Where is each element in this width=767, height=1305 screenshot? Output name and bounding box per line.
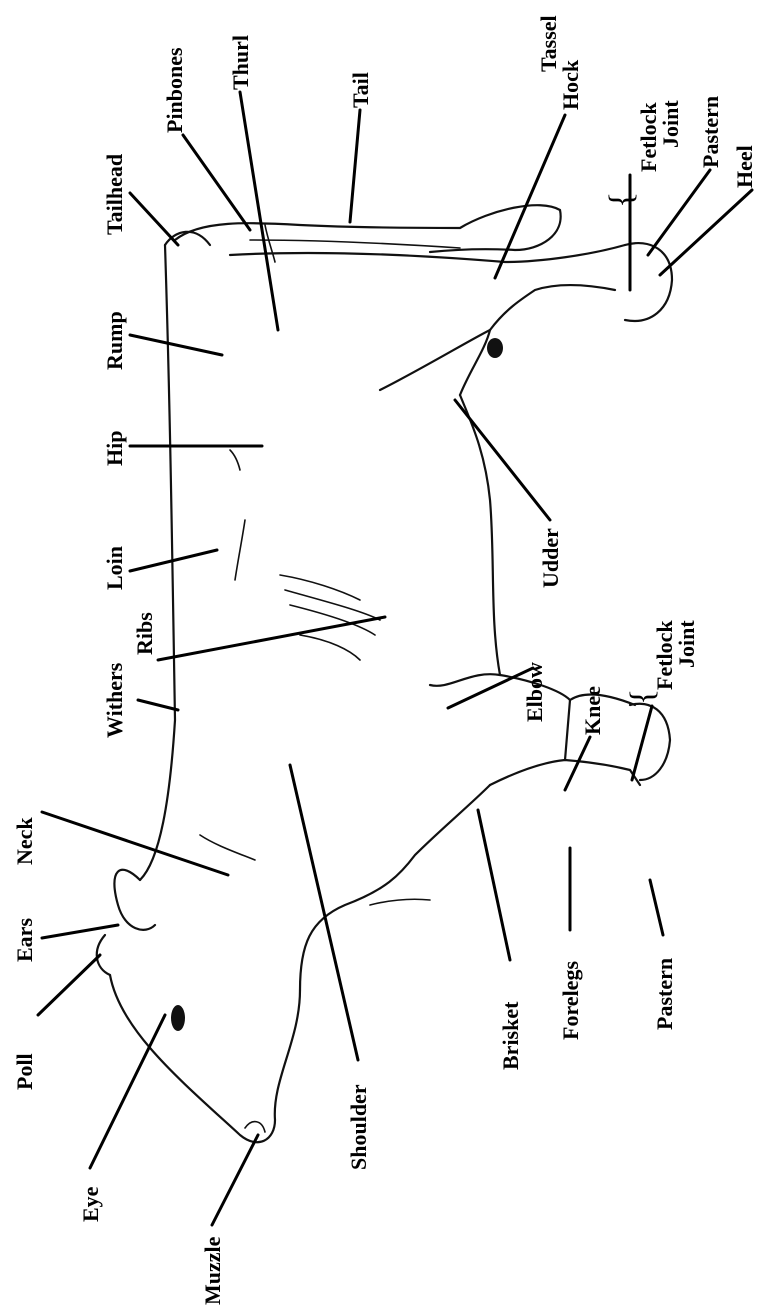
cow-ear-outline [114, 870, 155, 930]
brisket-leader [478, 810, 510, 960]
cow-hock-outline [230, 245, 625, 262]
label-pinbones: Pinbones [162, 47, 187, 133]
cow-loin-stroke [235, 520, 245, 580]
brace-fore-fetlock: { [624, 689, 661, 705]
tail-leader [350, 110, 360, 222]
label-loin: Loin [102, 546, 127, 590]
cow-hindleg-outline [490, 285, 615, 330]
hock-leader [495, 115, 565, 278]
label-tailhead: Tailhead [102, 154, 127, 235]
label-poll: Poll [12, 1053, 37, 1090]
label-elbow: Elbow [522, 662, 547, 722]
leader-lines [38, 92, 752, 1225]
label-hip: Hip [102, 431, 127, 466]
cow-elbow-outline [430, 674, 570, 700]
label-pastern-hind: Pastern [698, 96, 723, 168]
label-joint-hind: Joint [658, 100, 683, 148]
eye-leader [90, 1015, 165, 1168]
label-hock: Hock [558, 59, 583, 110]
label-neck: Neck [12, 817, 37, 865]
heel-leader [660, 190, 752, 275]
cow-elbow-stroke [370, 899, 430, 905]
knee-leader [565, 737, 590, 790]
thurl-leader [240, 92, 278, 330]
udder-leader [455, 400, 550, 520]
label-pastern-fore: Pastern [652, 958, 677, 1030]
cow-muzzle-outline [245, 1122, 265, 1132]
withers-leader [138, 700, 178, 710]
brace-hind-fetlock: { [603, 192, 640, 208]
label-knee: Knee [580, 686, 605, 735]
label-rump: Rump [102, 311, 127, 370]
cow-brisket-outline [490, 760, 640, 785]
label-eye: Eye [78, 1186, 103, 1222]
cow-udder-outline [460, 330, 490, 395]
pastern-fore-leader [650, 880, 663, 935]
cow-tail-inner [250, 240, 460, 248]
cow-belly-outline [460, 395, 500, 675]
rump-leader [130, 335, 222, 355]
cow-eye-shape [171, 1005, 185, 1031]
label-heel: Heel [732, 145, 757, 188]
label-muzzle: Muzzle [200, 1236, 225, 1305]
label-thurl: Thurl [228, 35, 253, 90]
tailhead-leader [130, 193, 178, 245]
cow-throat-outline [300, 785, 490, 990]
label-withers: Withers [102, 662, 127, 738]
ears-leader [42, 925, 118, 938]
label-ears: Ears [12, 918, 37, 962]
label-tail: Tail [348, 72, 373, 108]
muzzle-leader [212, 1135, 258, 1225]
cow-teat-shape [487, 338, 503, 358]
pastern-hind-leader [648, 170, 710, 255]
label-ribs: Ribs [132, 612, 157, 655]
label-brisket: Brisket [498, 1001, 523, 1070]
shoulder-leader [290, 765, 358, 1060]
pinbones-leader [183, 135, 250, 230]
label-forelegs: Forelegs [558, 961, 583, 1040]
labels: Poll Ears Neck Withers Ribs Loin Hip Rum… [12, 15, 757, 1305]
label-joint-fore: Joint [674, 620, 699, 668]
neck-leader [42, 812, 228, 875]
cow-rib-stroke-3 [280, 575, 360, 600]
cow-hindleg-back [380, 330, 490, 390]
label-shoulder: Shoulder [346, 1084, 371, 1170]
poll-leader [38, 955, 100, 1015]
fetlock-fore-leader [632, 706, 652, 780]
cow-rib-stroke-1 [285, 590, 380, 620]
cow-shoulder-stroke [200, 835, 255, 860]
label-udder: Udder [538, 528, 563, 588]
cow-rib-stroke-4 [300, 635, 360, 660]
cow-head-outline [110, 975, 300, 1142]
cow-tail-outline [175, 205, 561, 252]
cow-hip-stroke [230, 450, 240, 470]
